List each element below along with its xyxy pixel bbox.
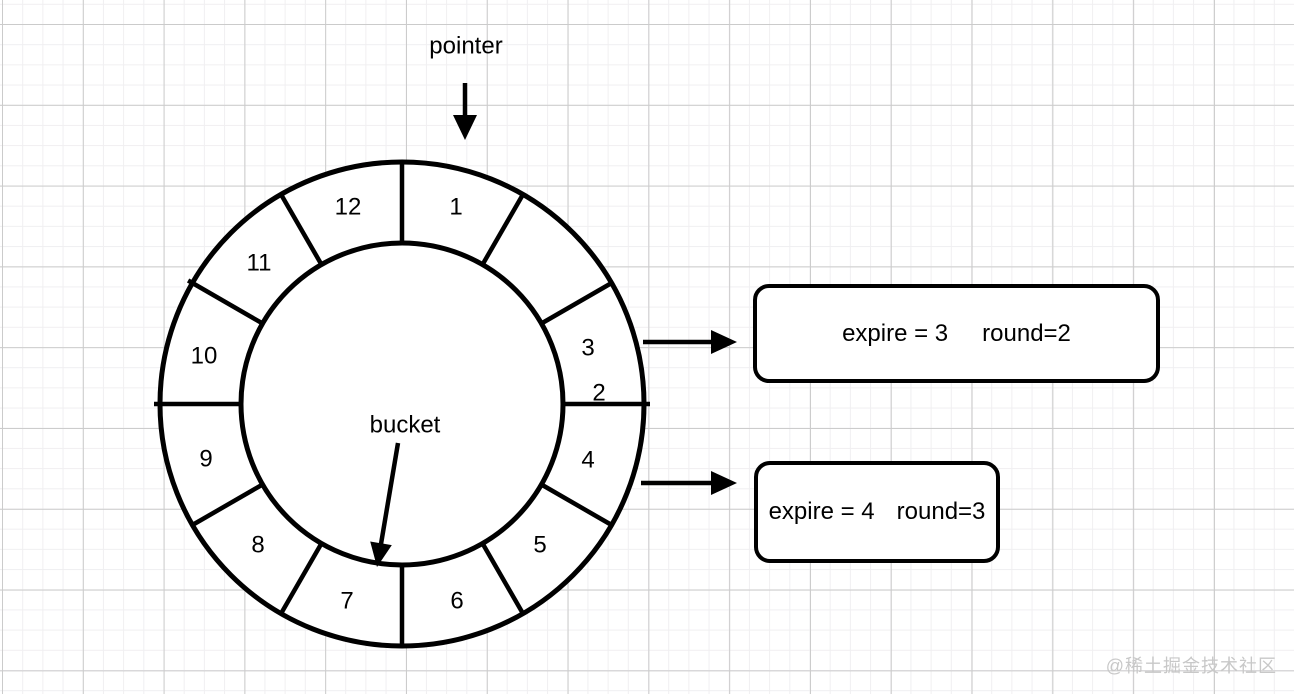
note-arrow-1-head-icon <box>711 330 737 354</box>
wheel-inner-circle <box>238 240 566 568</box>
wheel-slot-label-11: 11 <box>247 250 272 277</box>
wheel-slot-label-2: 2 <box>592 380 605 407</box>
wheel-slot-label-7: 7 <box>340 588 353 615</box>
pointer-arrowhead-icon <box>453 115 477 140</box>
note-arrow-2-head-icon <box>711 471 737 495</box>
wheel-divider-7 <box>279 542 324 615</box>
wheel-slot-label-8: 8 <box>251 532 264 559</box>
timing-wheel: 1 2 3 4 5 6 7 8 9 10 11 12 <box>154 159 650 649</box>
bucket-label: bucket <box>370 412 441 439</box>
watermark-text: @稀土掘金技术社区 <box>1105 656 1277 676</box>
wheel-divider-1 <box>480 193 525 266</box>
bucket-annotation: bucket <box>370 412 441 567</box>
wheel-divider-8 <box>191 482 264 527</box>
bucket-arrow-line <box>378 442 401 545</box>
wheel-slot-label-6: 6 <box>450 588 463 615</box>
wheel-slot-label-4: 4 <box>581 447 594 474</box>
pointer-label: pointer <box>429 33 502 60</box>
bucket-arrowhead-icon <box>370 541 392 567</box>
note-arrow-1 <box>643 330 737 354</box>
note-round-text: round=2 <box>982 319 1071 347</box>
pointer-annotation: pointer <box>429 33 503 140</box>
wheel-divider-5 <box>480 542 525 615</box>
note-box-expire3: expire = 3 round=2 <box>753 284 1160 383</box>
note-arrow-2 <box>641 471 737 495</box>
note-round-text: round=3 <box>896 498 986 525</box>
wheel-slot-label-12: 12 <box>335 194 362 221</box>
note-box-expire4: expire = 4 round=3 <box>754 461 1000 563</box>
wheel-divider-10 <box>186 278 264 326</box>
wheel-slot-label-9: 9 <box>199 446 212 473</box>
wheel-slot-label-10: 10 <box>191 343 218 370</box>
note-expire-text: expire = 4 <box>768 498 875 525</box>
wheel-slot-label-1: 1 <box>449 194 462 221</box>
wheel-divider-2 <box>540 281 613 326</box>
wheel-slot-label-3: 3 <box>581 335 594 362</box>
wheel-divider-4 <box>540 482 613 527</box>
note-expire-text: expire = 3 <box>842 319 949 347</box>
wheel-divider-11 <box>279 193 324 266</box>
wheel-slot-label-5: 5 <box>533 532 546 559</box>
